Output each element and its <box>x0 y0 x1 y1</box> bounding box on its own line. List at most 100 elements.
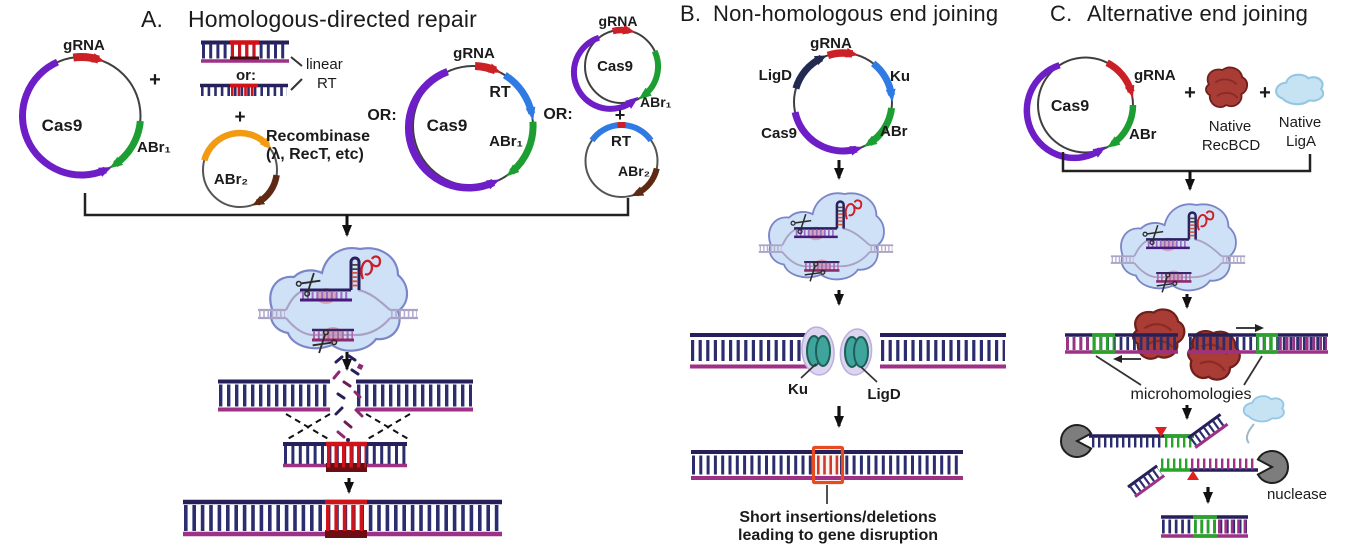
plasmid-rt-abr2: RT ABr₂ <box>584 122 660 198</box>
grna-gene-arrow-icon <box>1105 59 1135 98</box>
nuclease-pacman-left <box>1059 424 1093 458</box>
abr2-gene-arc <box>252 174 280 206</box>
plasmid-aej: Cas9 gRNA ABr <box>1023 56 1176 162</box>
cas9-gene-arc <box>19 58 112 179</box>
or-small-label: or: <box>236 67 256 84</box>
grna-label: gRNA <box>599 13 638 29</box>
abr1-label: ABr₁ <box>640 94 672 110</box>
grna-gene-arrow-icon <box>72 53 105 64</box>
recbcd-protein-blob <box>1205 66 1249 108</box>
rt-gene-arc <box>502 72 536 121</box>
nuclease-label: nuclease <box>1267 486 1327 503</box>
recombinase-plasmid: ABr₂ <box>201 129 280 208</box>
ligd-gene-arc <box>792 54 827 90</box>
grna-label: gRNA <box>453 45 495 62</box>
abr1-gene-arc <box>109 120 144 169</box>
panel-a-label: A. <box>141 6 163 32</box>
abr2-label: ABr₂ <box>214 171 248 188</box>
cas9-gene-arc <box>1023 62 1107 162</box>
ligd-callout-label: LigD <box>867 386 900 403</box>
grna-gene-arrow-icon <box>474 62 502 75</box>
abr2-label: ABr₂ <box>618 163 650 179</box>
cas9-label: Cas9 <box>597 58 633 75</box>
cut-dna <box>218 354 473 442</box>
abr1-label: ABr₁ <box>489 133 523 150</box>
native-liga-label-line2: LigA <box>1286 133 1316 150</box>
abr-label: ABr <box>1129 126 1157 143</box>
panel-a: A. Homologous-directed repair gRNA Cas9 … <box>19 6 672 538</box>
abr-gene-arc <box>863 107 896 147</box>
ligd-label: LigD <box>759 67 792 84</box>
panel-c-label: C. <box>1050 1 1072 26</box>
nuclease-pacman-right <box>1256 450 1290 484</box>
ku-pointer-line <box>800 363 817 379</box>
disrupted-dna <box>691 445 963 485</box>
ku-callout-label: Ku <box>788 381 808 398</box>
cas9-gene-arc <box>570 34 639 112</box>
rt-label: RT <box>489 84 511 101</box>
plasmid-nhej: gRNA LigD Ku ABr Cas9 <box>759 35 910 156</box>
plus-sign: + <box>1184 82 1196 104</box>
microhomologies-label: microhomologies <box>1131 386 1252 403</box>
rt-label: RT <box>317 75 337 92</box>
cas9-label: Cas9 <box>1051 98 1089 115</box>
gather-bracket <box>1061 152 1312 173</box>
grna-gene-arrow-icon <box>826 47 859 60</box>
nhej-caption-line1: Short insertions/deletions <box>739 509 936 526</box>
linear-label: linear <box>306 56 343 73</box>
plus-sign: + <box>234 107 245 128</box>
panel-b-title: Non-homologous end joining <box>713 1 998 26</box>
panel-b: B. Non-homologous end joining gRNA LigD … <box>680 1 1006 544</box>
grna-label: gRNA <box>1134 67 1176 84</box>
grna-tick-icon <box>617 122 626 128</box>
panel-c-title: Alternative end joining <box>1087 1 1308 26</box>
abr1-gene-arc <box>638 49 662 100</box>
ku-label: Ku <box>890 68 910 85</box>
cas9-label: Cas9 <box>761 125 797 142</box>
panel-b-label: B. <box>680 1 701 26</box>
plasmid-cas9-small: gRNA Cas9 ABr₁ <box>570 13 672 112</box>
grna-label: gRNA <box>810 35 852 52</box>
plus-sign: + <box>615 105 626 125</box>
ligd-pointer-line <box>860 366 878 383</box>
native-liga-label-line1: Native <box>1279 114 1322 131</box>
final-dna-aej <box>1161 515 1248 538</box>
cas9-label: Cas9 <box>42 116 83 135</box>
liga-tail-line <box>1245 423 1255 444</box>
donor-dna-linear <box>201 40 289 63</box>
microhomology-dna: microhomologies <box>1065 308 1328 403</box>
panel-c: C. Alternative end joining Cas9 gRNA ABr… <box>1023 1 1328 538</box>
grna-gene-arrow-icon <box>611 24 635 35</box>
rt-pointer-slash <box>290 78 303 91</box>
plus-sign: + <box>1259 82 1271 104</box>
plasmid-all-in-one: gRNA RT Cas9 ABr₁ <box>404 45 537 192</box>
ku-protein <box>806 335 831 367</box>
cas9-gene-arc <box>791 111 864 156</box>
abr-label: ABr <box>880 123 908 140</box>
plasmid-cas9-grna-abr1: gRNA Cas9 ABr₁ <box>19 37 171 179</box>
dna-with-ku-ligd: Ku LigD <box>690 326 1006 403</box>
linear-pointer-slash <box>290 56 303 67</box>
or-label: OR: <box>543 106 572 123</box>
cas9-label: Cas9 <box>427 116 468 135</box>
abr1-label: ABr₁ <box>137 139 171 156</box>
cleavage-site-triangle <box>1155 427 1167 437</box>
donor-dna-ssdna <box>200 83 288 96</box>
donor-template-dna <box>283 441 407 472</box>
native-recbcd-label-line2: RecBCD <box>1202 137 1261 154</box>
gather-bracket <box>83 193 630 217</box>
ku-gene-arc <box>870 60 896 103</box>
microhomology-pointer-line <box>1243 355 1263 386</box>
recombinase-label-line2: (λ, RecT, etc) <box>266 146 364 163</box>
abr-gene-arc <box>1106 104 1137 148</box>
cleavage-site-triangle <box>1187 470 1199 480</box>
or-label: OR: <box>367 107 396 124</box>
annealed-dna: nuclease <box>1059 395 1327 503</box>
grna-label: gRNA <box>63 37 105 54</box>
abr2-gene-arc <box>631 167 660 197</box>
panel-a-title: Homologous-directed repair <box>188 6 477 32</box>
rt-label: RT <box>611 133 631 150</box>
crossover-x-marks <box>285 413 411 441</box>
recombinase-gene-arc <box>201 129 272 162</box>
